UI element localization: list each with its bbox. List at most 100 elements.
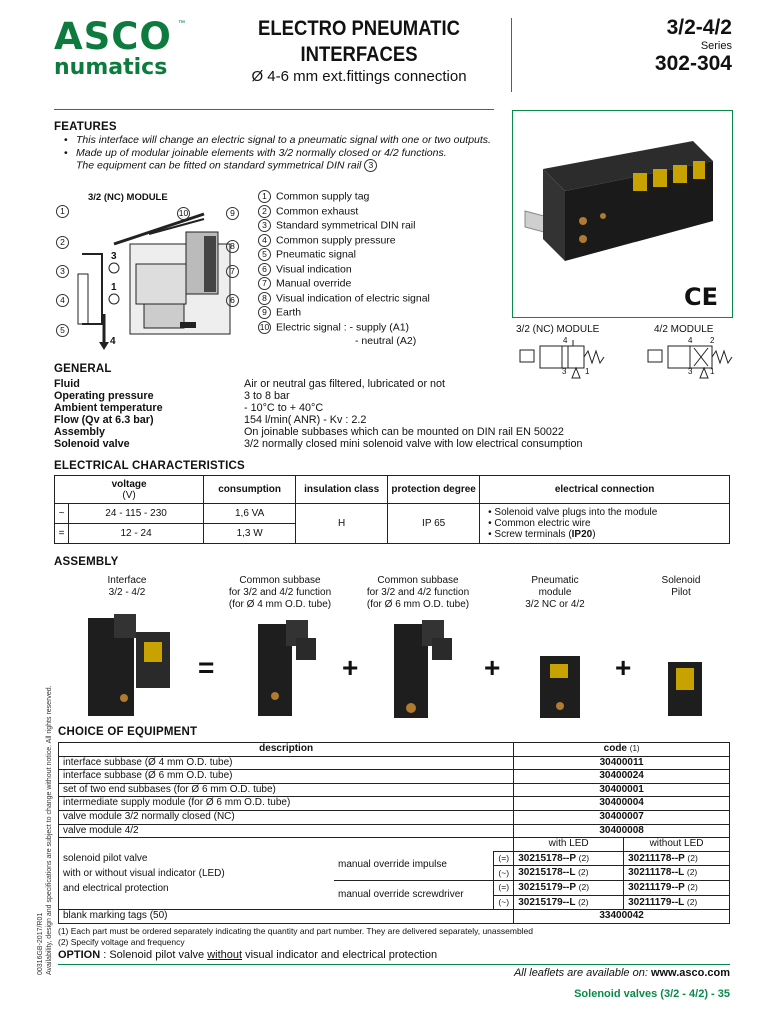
elec-header-protection: protection degree: [387, 475, 481, 504]
table-row: interface subbase (Ø 4 mm O.D. tube)3040…: [57, 755, 730, 771]
product-photo-frame: CE: [512, 110, 733, 318]
code-cell: 30215179--P (2): [513, 879, 625, 896]
port-3-label: 3: [111, 251, 117, 262]
series-label: Series: [700, 40, 732, 52]
module-diagram-title: 3/2 (NC) MODULE: [88, 192, 168, 203]
elec-header-consumption: consumption: [203, 475, 297, 504]
electrical-table: voltage(V) consumption insulation class …: [53, 475, 730, 544]
footer-rule: [58, 964, 730, 965]
elec-protection: IP 65: [387, 503, 481, 544]
without-led-header: without LED: [623, 837, 730, 852]
nc-port-4: 4: [563, 336, 568, 345]
asco-numatics-logo: ASCO numatics: [54, 18, 186, 80]
asco-link[interactable]: www.asco.com: [650, 967, 730, 979]
override-screwdriver: manual override screwdriver: [333, 879, 495, 910]
nc-port-3: 3: [562, 367, 567, 376]
m42-valve-symbol: [647, 345, 733, 379]
table-row: blank marking tags (50)33400042: [57, 909, 730, 924]
solenoid-pilot-photo: [668, 662, 702, 716]
code-cell: 30211178--L (2): [623, 865, 730, 881]
brand-bottom: numatics: [54, 55, 168, 80]
callout-2: 2: [56, 236, 74, 249]
elec-ac-symbol: ~: [54, 503, 69, 524]
code-cell: 30211179--P (2): [623, 879, 730, 896]
brand-top: ASCO: [54, 15, 172, 58]
page-title: ELECTRO PNEUMATIC INTERFACES: [251, 16, 467, 68]
module-cross-section-diagram: [77, 212, 231, 350]
title-line-2: INTERFACES: [300, 43, 418, 66]
port-1-label: 1: [111, 282, 117, 293]
features-list: This interface will change an electric s…: [62, 134, 502, 172]
option-line: OPTION : Solenoid pilot valve without vi…: [58, 949, 438, 961]
nc-port-1: 1: [585, 367, 590, 376]
nc-valve-symbol: [519, 340, 605, 379]
header-rule: [54, 109, 494, 110]
general-heading: GENERAL: [54, 363, 112, 375]
feature-item: Made up of modular joinable elements wit…: [62, 147, 502, 172]
elec-voltage-dc: 12 - 24: [67, 523, 205, 544]
choice-heading: CHOICE OF EQUIPMENT: [58, 726, 198, 738]
footnotes: (1) Each part must be ordered separately…: [58, 926, 534, 947]
elec-insulation: H: [295, 503, 389, 544]
elec-consumption-ac: 1,6 VA: [203, 503, 297, 524]
nc-symbol-title: 3/2 (NC) MODULE: [516, 324, 600, 335]
choice-header-description: description: [57, 742, 515, 757]
side-legal-text: 00316GB-2017/R01 Availability, design an…: [37, 685, 53, 975]
plus-sign-2: +: [484, 652, 501, 683]
equals-sign: =: [198, 652, 215, 683]
trademark: ™: [178, 20, 185, 27]
subbase-6mm-photo: [394, 620, 452, 718]
callout-3: 3: [56, 265, 74, 278]
ref-callout: 3: [364, 159, 378, 172]
general-values: Air or neutral gas filtered, lubricated …: [244, 378, 583, 450]
callout-1: 1: [56, 205, 74, 218]
elec-header-voltage: voltage(V): [53, 475, 205, 504]
override-impulse: manual override impulse: [333, 851, 495, 881]
callout-5: 5: [56, 324, 74, 337]
product-photo: [524, 141, 713, 261]
choice-header-code: code (1): [513, 742, 730, 757]
with-led-header: with LED: [513, 837, 625, 852]
assembly-heading: ASSEMBLY: [54, 556, 119, 568]
m42-port-3: 3: [688, 367, 693, 376]
elec-header-connection: electrical connection: [479, 475, 730, 504]
elec-header-insulation: insulation class: [295, 475, 389, 504]
callout-10: 10: [177, 207, 190, 220]
series-number: 302-304: [654, 52, 732, 75]
plus-sign-3: +: [615, 652, 632, 683]
table-row: intermediate supply module (for Ø 6 mm O…: [57, 796, 730, 811]
leaflets-note: All leaflets are available on: www.asco.…: [513, 967, 730, 979]
plus-sign-1: +: [342, 652, 359, 683]
subbase-4mm-photo: [258, 620, 316, 716]
code-cell: 30215178--L (2): [513, 865, 625, 881]
table-row: interface subbase (Ø 6 mm O.D. tube)3040…: [57, 769, 730, 784]
features-heading: FEATURES: [54, 121, 117, 133]
code-cell: 30215179--L (2): [513, 894, 625, 911]
ce-mark: CE: [683, 283, 718, 311]
elec-consumption-dc: 1,3 W: [203, 523, 297, 544]
feature-item: This interface will change an electric s…: [62, 134, 502, 147]
callout-9: 9: [226, 207, 244, 220]
table-row: set of two end subbases (for Ø 6 mm O.D.…: [57, 782, 730, 798]
code-cell: 30211178--P (2): [623, 850, 730, 867]
header-divider: [511, 18, 512, 92]
m42-symbol-title: 4/2 MODULE: [654, 324, 714, 335]
